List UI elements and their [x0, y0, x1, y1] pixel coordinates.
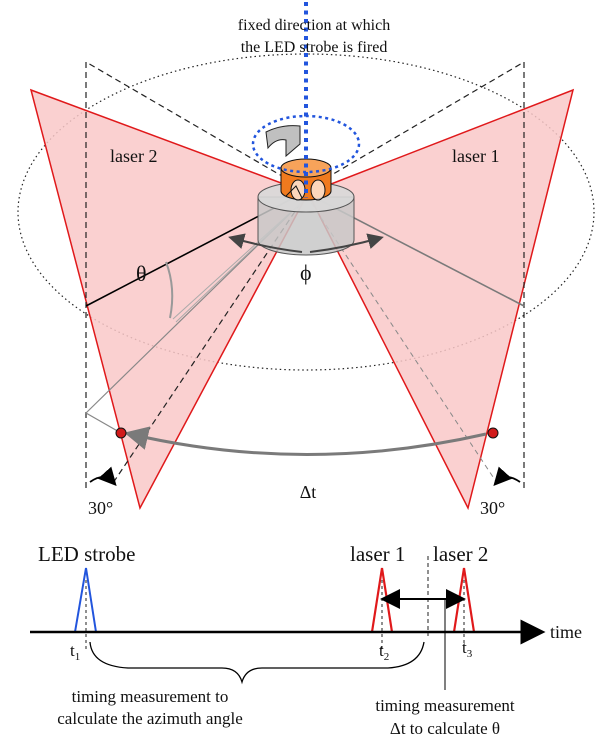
dashed-beam-left [112, 194, 307, 484]
theta-caption-2: Δt to calculate θ [390, 719, 500, 738]
laser1-pulse-label: laser 1 [350, 542, 405, 566]
t3-label: t3 [462, 638, 473, 660]
led-pulse [74, 567, 97, 633]
laser2-fan [29, 88, 310, 511]
phi-label: ϕ [300, 260, 312, 285]
laser1-pulse [370, 567, 394, 633]
laser1-label: laser 1 [452, 146, 499, 166]
delta-t-arc [124, 426, 487, 456]
photodiode-marker-right [487, 427, 499, 439]
angle-label-right: 30° [480, 498, 505, 518]
photodiode-marker-left [115, 427, 127, 439]
laser2-pulse-label: laser 2 [433, 542, 488, 566]
angle-arrow-left [89, 466, 117, 487]
azimuth-caption-1: timing measurement to [72, 687, 229, 706]
theta-arc [165, 261, 174, 319]
theta-label: θ [136, 261, 147, 286]
theta-caption-1: timing measurement [375, 696, 515, 715]
fixed-direction-label-1: fixed direction at which [238, 17, 390, 34]
fixed-direction-label-2: the LED strobe is fired [241, 39, 388, 56]
dashed-frame-left [85, 60, 307, 488]
azimuth-brace [89, 641, 425, 685]
phi-arrow-right [309, 233, 384, 253]
t1-label: t1 [70, 641, 80, 663]
laser2-label: laser 2 [110, 146, 157, 166]
time-axis-label: time [550, 622, 582, 642]
rotation-arrow-icon [265, 125, 301, 158]
led-strobe-label: LED strobe [38, 542, 135, 566]
dashed-frame-right [305, 60, 525, 488]
angle-arrow-right [493, 466, 521, 487]
delta-t-label: Δt [300, 482, 317, 502]
laser1-fan [306, 88, 575, 511]
sweep-ellipse [17, 53, 595, 371]
t2-label: t2 [379, 641, 389, 663]
laser2-pulse [452, 567, 476, 633]
gray-line-2 [85, 412, 122, 434]
azimuth-caption-2: calculate the azimuth angle [57, 709, 243, 728]
phi-arrow-left [228, 233, 303, 253]
angle-label-left: 30° [88, 498, 113, 518]
